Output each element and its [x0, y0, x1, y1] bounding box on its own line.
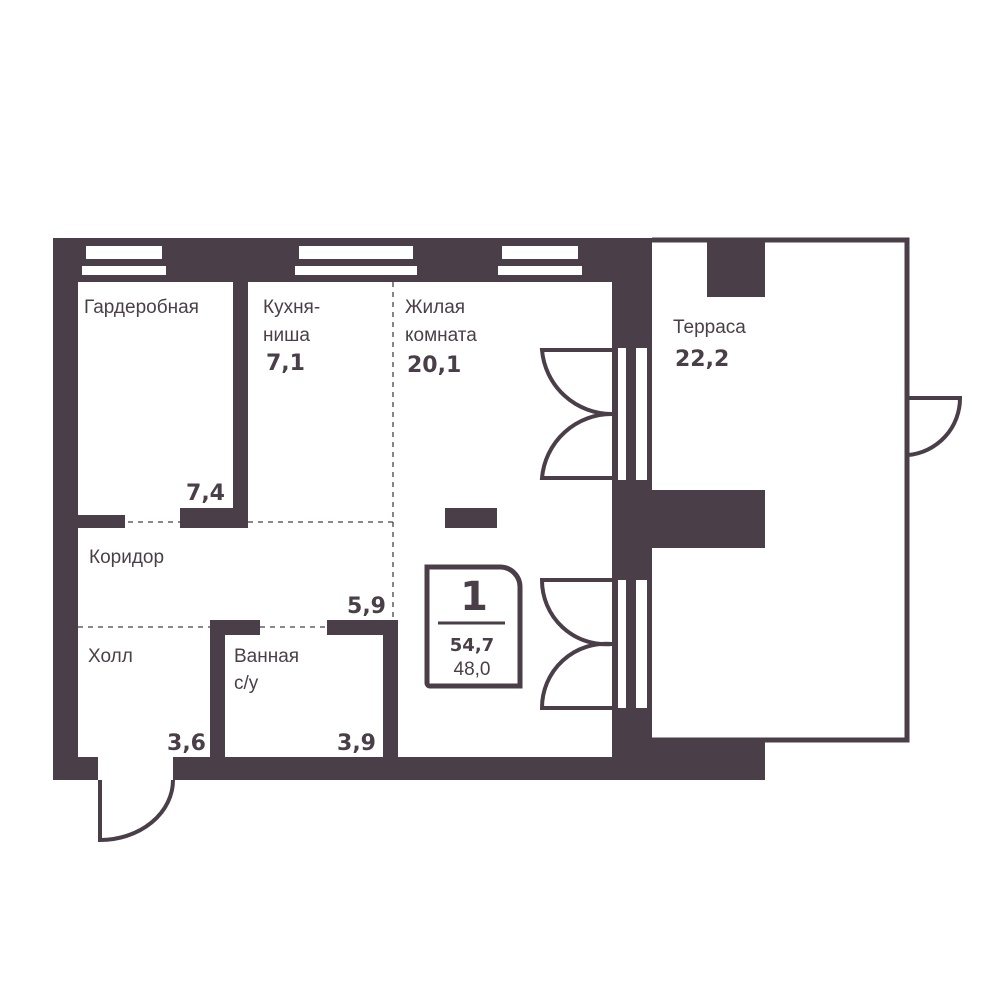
- room-area-bathroom: 3,9: [337, 731, 376, 756]
- apartment-summary: 1 54,7 48,0: [424, 564, 523, 689]
- bath-top-wall-right: [327, 620, 398, 635]
- room-name-wardrobe: Гардеробная: [84, 297, 199, 318]
- total-area: 54,7: [450, 635, 494, 656]
- room-area-hall: 3,6: [167, 731, 206, 756]
- room-area-terrace: 22,2: [675, 347, 729, 372]
- room-name-living-2: комната: [405, 325, 477, 346]
- bath-right-wall: [383, 620, 398, 757]
- wardrobe-wall-stub: [78, 515, 125, 528]
- wardrobe-wall-step: [180, 508, 248, 528]
- zone-borders: [78, 282, 394, 628]
- room-area-wardrobe: 7,4: [186, 481, 225, 506]
- window-3: [502, 246, 578, 259]
- walls: [53, 238, 765, 780]
- window-2: [299, 246, 413, 259]
- room-name-terrace: Терраса: [673, 317, 746, 338]
- room-name-living-1: Жилая: [405, 297, 465, 318]
- terrace-column: [707, 238, 765, 297]
- column: [445, 508, 497, 528]
- balcony-door-2-frame: [618, 580, 626, 708]
- bottom-wall-left: [53, 757, 98, 780]
- bottom-wall: [173, 757, 652, 780]
- wardrobe-wall: [233, 282, 248, 528]
- bath-top-wall-left: [210, 620, 260, 635]
- room-name-kitchen-1: Кухня-: [263, 297, 320, 318]
- bath-left-wall: [210, 620, 225, 757]
- room-name-bathroom-1: Ванная: [234, 646, 299, 667]
- window-1: [86, 246, 162, 259]
- rooms-count: 1: [460, 574, 488, 620]
- balcony-door-1-frame: [618, 348, 626, 480]
- living-area: 48,0: [454, 659, 491, 680]
- terrace-outline: [652, 237, 910, 743]
- top-wall: [53, 238, 652, 282]
- terrace-wall-block: [612, 490, 765, 548]
- room-area-corridor: 5,9: [347, 594, 386, 619]
- balcony-door-1[interactable]: [539, 348, 613, 480]
- room-name-bathroom-2: с/у: [234, 673, 259, 694]
- entrance-door[interactable]: [98, 779, 175, 843]
- room-name-hall: Холл: [88, 646, 133, 667]
- balcony-door-2[interactable]: [539, 578, 613, 710]
- room-name-kitchen-2: ниша: [263, 325, 310, 346]
- room-area-kitchen: 7,1: [266, 351, 305, 376]
- left-wall: [53, 238, 78, 780]
- room-area-living: 20,1: [407, 353, 461, 378]
- windows: [82, 246, 647, 708]
- room-name-corridor: Коридор: [89, 547, 164, 568]
- doors: [98, 348, 963, 843]
- terrace-door[interactable]: [907, 396, 963, 457]
